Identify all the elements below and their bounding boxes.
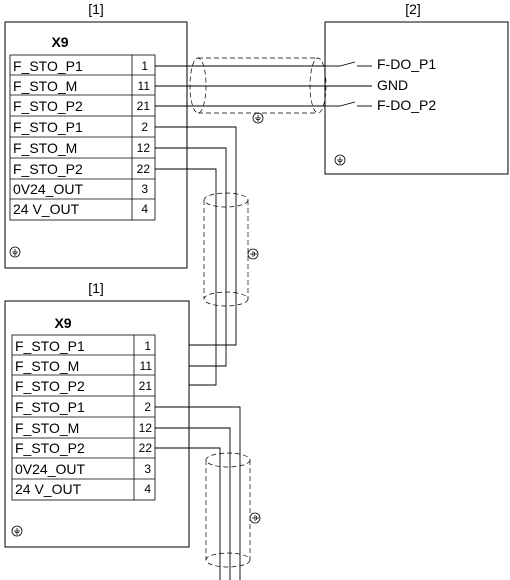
shield-ground-icon — [252, 112, 264, 124]
ground-icon — [9, 246, 21, 258]
terminal-pin: 12 — [139, 421, 153, 435]
controller-signal: F-DO_P2 — [377, 97, 436, 113]
terminal-signal: F_STO_M — [15, 420, 79, 436]
controller-switch-contacts — [325, 61, 372, 107]
controller-signal: F-DO_P1 — [377, 56, 436, 72]
terminal-pin: 2 — [144, 400, 151, 414]
cable-module2-continuation — [155, 406, 261, 580]
terminal-pin: 22 — [139, 441, 153, 455]
module-1-terminal-block: F_STO_P1 1 F_STO_M 11 F_STO_P2 21 F_STO_… — [9, 54, 156, 221]
cable-module1-controller — [155, 57, 327, 124]
shield-ground-icon — [247, 248, 259, 260]
terminal-pin: 22 — [137, 162, 151, 176]
terminal-signal: F_STO_P2 — [13, 98, 83, 114]
terminal-pin: 21 — [139, 379, 153, 393]
terminal-signal: F_STO_P2 — [15, 378, 85, 394]
terminal-signal: F_STO_M — [15, 358, 79, 374]
terminal-pin: 2 — [141, 120, 148, 134]
terminal-signal: F_STO_P1 — [13, 58, 83, 74]
terminal-pin: 3 — [144, 462, 151, 476]
terminal-pin: 1 — [144, 339, 151, 353]
module-2-connector-label: X9 — [54, 315, 71, 331]
terminal-signal: 0V24_OUT — [13, 181, 83, 197]
terminal-signal: F_STO_P1 — [15, 338, 85, 354]
terminal-signal: 24 V_OUT — [15, 481, 82, 497]
terminal-signal: 24 V_OUT — [13, 201, 80, 217]
terminal-signal: 0V24_OUT — [15, 461, 85, 477]
terminal-signal: F_STO_P2 — [13, 161, 83, 177]
terminal-signal: F_STO_P2 — [15, 440, 85, 456]
ground-icon — [334, 154, 346, 166]
terminal-signal: F_STO_M — [13, 140, 77, 156]
terminal-signal: F_STO_P1 — [15, 399, 85, 415]
module-1-box — [4, 21, 188, 269]
terminal-pin: 12 — [137, 141, 151, 155]
controller-signal: GND — [377, 77, 408, 93]
terminal-pin: 1 — [141, 59, 148, 73]
terminal-pin: 11 — [138, 79, 151, 93]
module-1-ref: [1] — [88, 1, 104, 17]
terminal-signal: F_STO_P1 — [13, 119, 83, 135]
terminal-signal: F_STO_M — [13, 78, 77, 94]
terminal-pin: 21 — [137, 99, 151, 113]
module-2-box — [4, 300, 190, 548]
shield-ground-icon — [249, 512, 261, 524]
terminal-pin: 3 — [141, 182, 148, 196]
terminal-pin: 11 — [140, 359, 153, 373]
module-2-terminal-block: F_STO_P1 1 F_STO_M 11 F_STO_P2 21 F_STO_… — [11, 334, 156, 501]
terminal-pin: 4 — [144, 482, 151, 496]
ground-icon — [11, 525, 23, 537]
module-2-ref: [1] — [88, 280, 104, 296]
controller-box — [324, 21, 509, 175]
module-1-connector-label: X9 — [51, 34, 68, 50]
terminal-pin: 4 — [141, 202, 148, 216]
controller-ref: [2] — [405, 1, 421, 17]
